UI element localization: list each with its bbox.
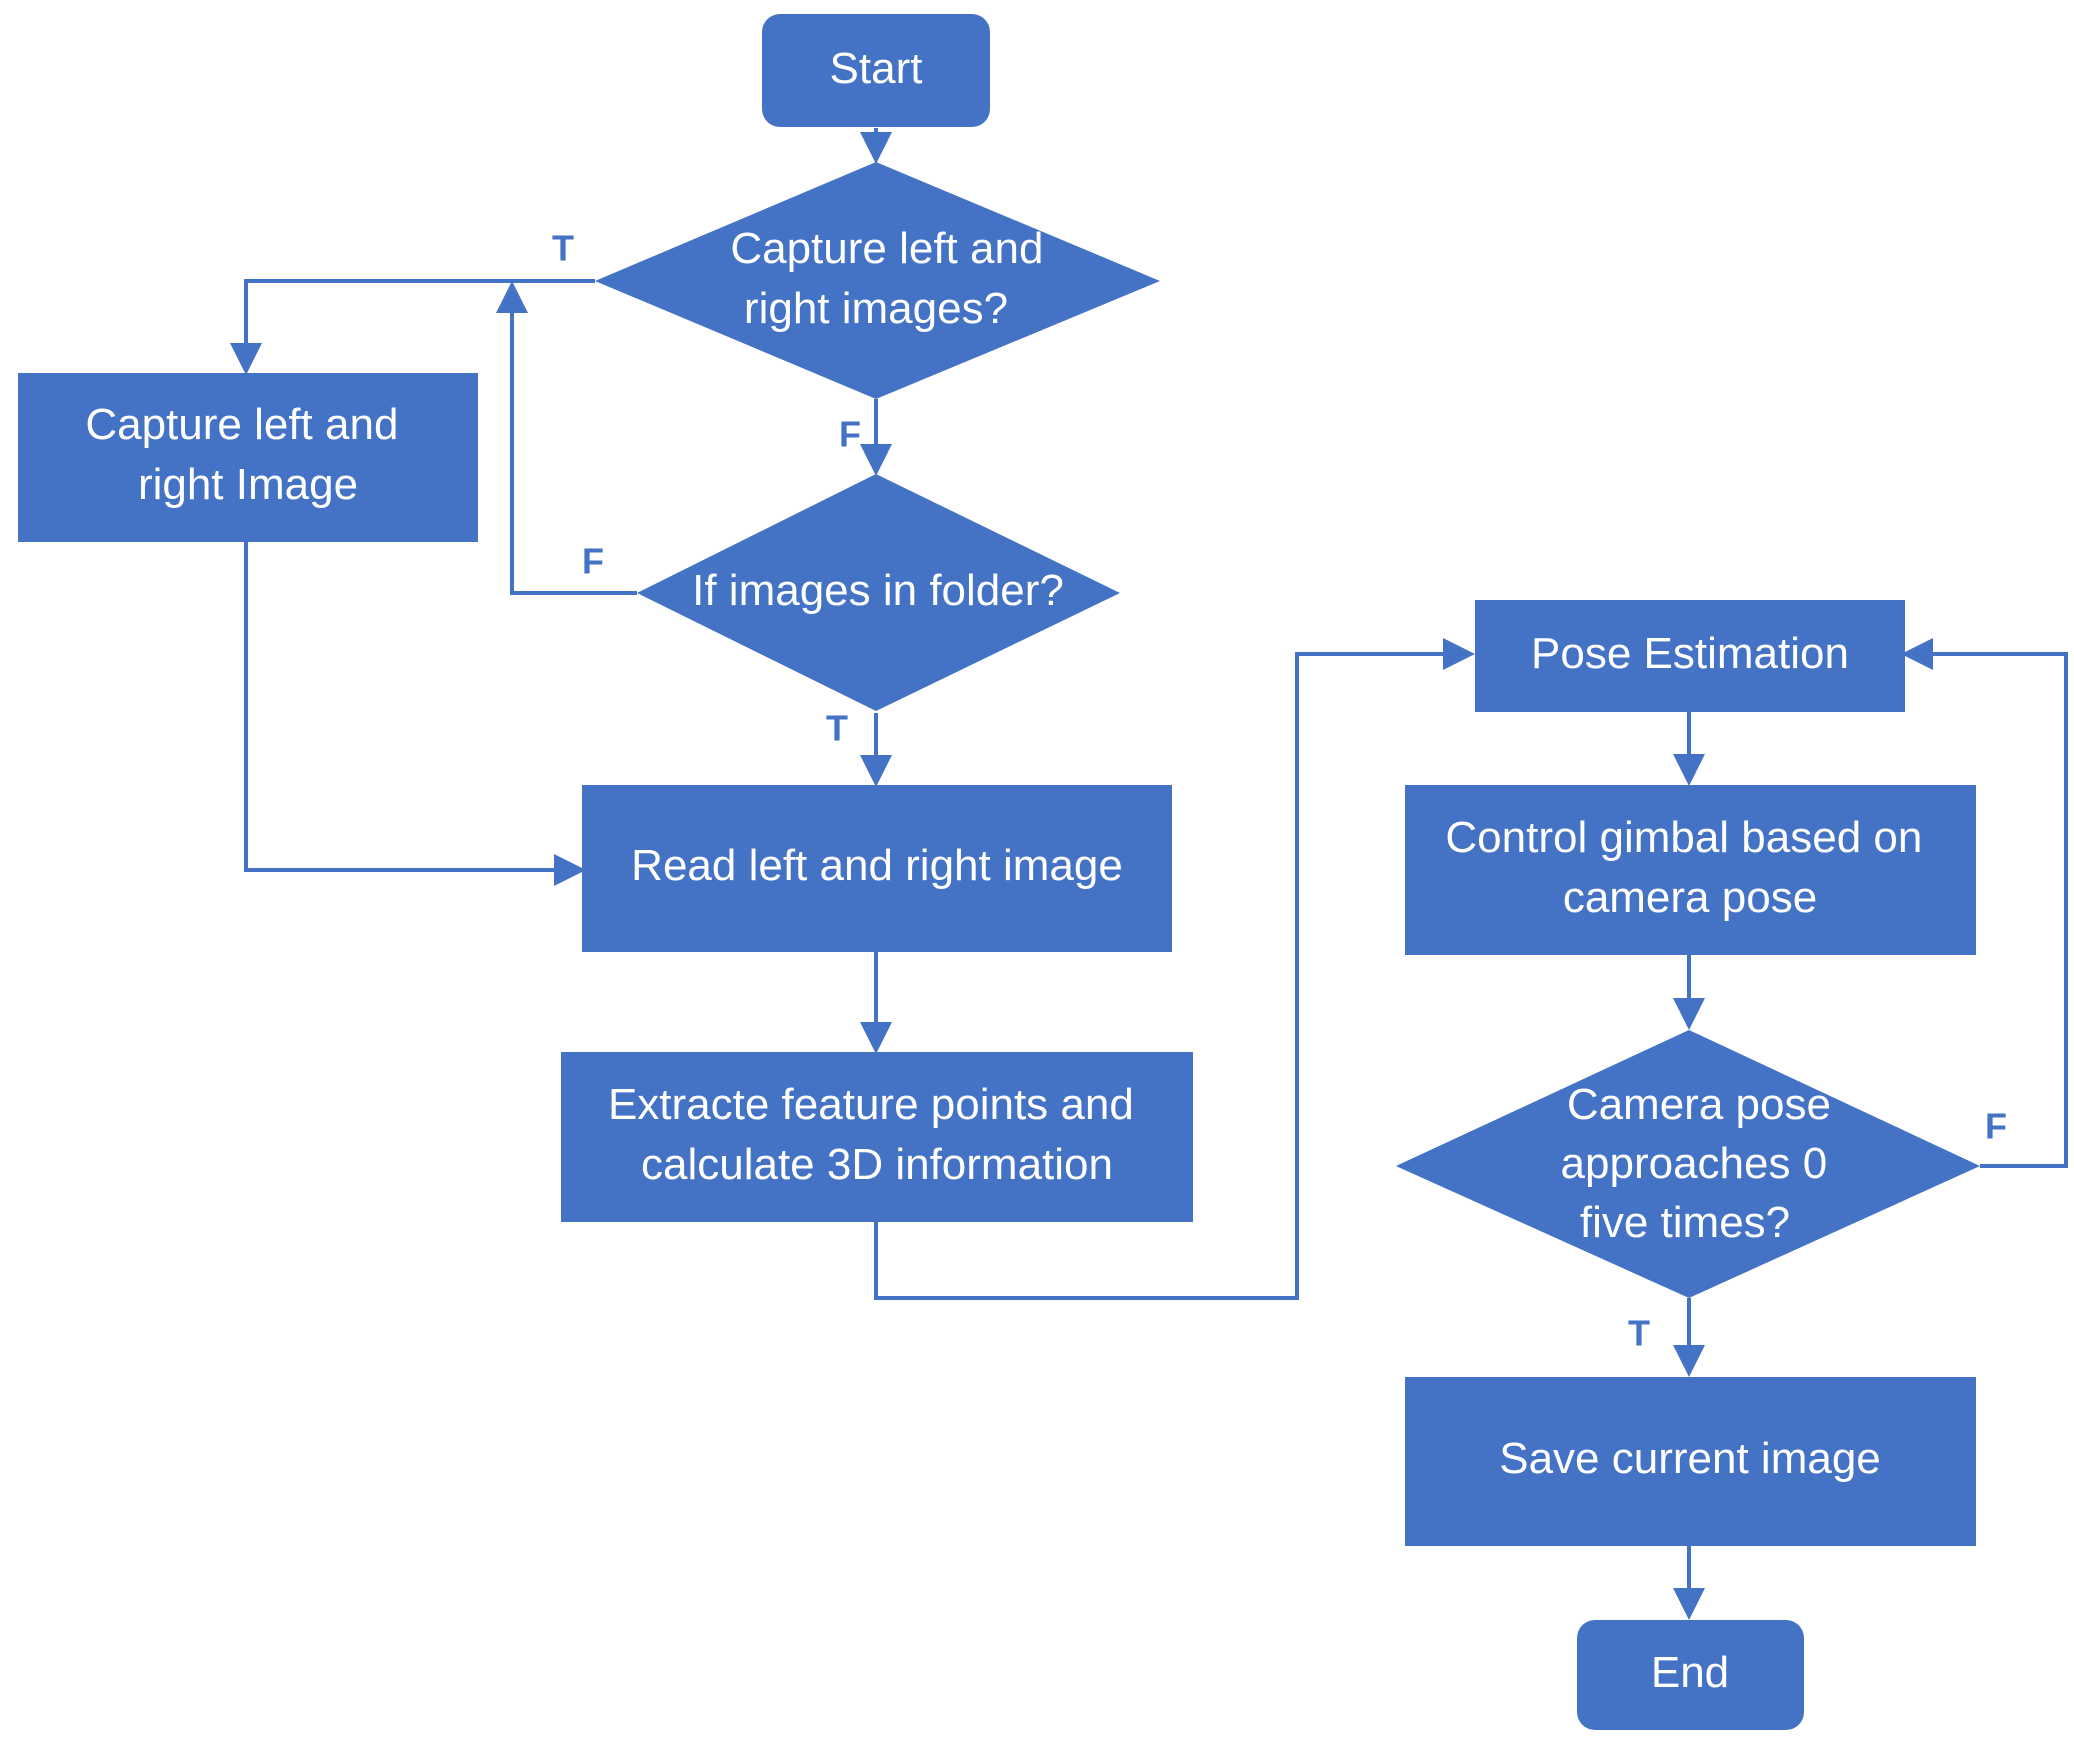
node-start: Start xyxy=(762,14,990,127)
svg-text:Read left and right image: Read left and right image xyxy=(631,841,1123,890)
label-capture-true: T xyxy=(552,228,574,269)
label-capture-false: F xyxy=(839,414,861,455)
edge-labels: T F F T F T xyxy=(552,228,2007,1354)
node-start-line-1: Start xyxy=(830,44,923,93)
svg-text:Extracte feature points and: Extracte feature points and calculate 3D… xyxy=(608,1080,1146,1189)
node-capture-image-line-2: right Image xyxy=(138,460,358,509)
node-decision-capture-line-2: right images? xyxy=(744,284,1008,333)
svg-text:Control gimbal based on: Control gimbal based on camera pose xyxy=(1445,813,1934,922)
node-pose-estimation-line-1: Pose Estimation xyxy=(1531,629,1849,678)
node-decision-folder: If images in folder? xyxy=(637,474,1120,711)
node-extract-features-line-1: Extracte feature points and xyxy=(608,1080,1134,1129)
svg-text:Pose Estimation: Pose Estimation xyxy=(1531,629,1849,678)
node-control-gimbal: Control gimbal based on camera pose xyxy=(1405,785,1976,955)
node-decision-pose: Camera pose approaches 0 five times? xyxy=(1396,1030,1980,1298)
node-control-gimbal-line-2: camera pose xyxy=(1563,873,1817,922)
edge-capture-true-to-capture-image xyxy=(230,279,595,375)
node-capture-image-line-1: Capture left and xyxy=(85,400,398,449)
node-control-gimbal-line-1: Control gimbal based on xyxy=(1445,813,1922,862)
edge-pose-false-loop xyxy=(1901,638,2068,1168)
svg-text:If images in folder?: If images in folder? xyxy=(692,566,1064,615)
node-decision-pose-line-3: five times? xyxy=(1580,1198,1790,1247)
node-read-image: Read left and right image xyxy=(582,785,1172,952)
edge-capture-image-to-read xyxy=(244,542,586,886)
edge-extract-to-pose-estimation xyxy=(874,638,1475,1300)
label-pose-true: T xyxy=(1628,1313,1650,1354)
label-pose-false: F xyxy=(1985,1106,2007,1147)
edges xyxy=(230,128,2068,1620)
node-save-image: Save current image xyxy=(1405,1377,1976,1546)
node-read-image-line-1: Read left and right image xyxy=(631,841,1123,890)
node-capture-image: Capture left and right Image xyxy=(18,373,478,542)
node-end-line-1: End xyxy=(1651,1648,1729,1697)
node-pose-estimation: Pose Estimation xyxy=(1475,600,1905,712)
svg-text:End: End xyxy=(1651,1648,1729,1697)
svg-text:Capture left and right i: Capture left and right images? xyxy=(730,224,1055,333)
node-end: End xyxy=(1577,1620,1804,1730)
node-extract-features: Extracte feature points and calculate 3D… xyxy=(561,1052,1193,1222)
svg-text:Capture left and right I: Capture left and right Image xyxy=(85,400,410,509)
node-save-image-line-1: Save current image xyxy=(1499,1434,1881,1483)
label-folder-true: T xyxy=(826,708,848,749)
node-decision-capture-line-1: Capture left and xyxy=(730,224,1043,273)
node-decision-pose-line-2: approaches 0 xyxy=(1561,1139,1828,1188)
node-decision-pose-line-1: Camera pose xyxy=(1567,1080,1831,1129)
node-decision-capture: Capture left and right images? xyxy=(595,162,1160,399)
edge-folder-false-loop xyxy=(496,281,637,595)
svg-text:Start: Start xyxy=(830,44,923,93)
node-decision-folder-line-1: If images in folder? xyxy=(692,566,1064,615)
label-folder-false: F xyxy=(582,541,604,582)
node-extract-features-line-2: calculate 3D information xyxy=(641,1140,1113,1189)
svg-text:Camera pose approaches 0: Camera pose approaches 0 five times? xyxy=(1561,1080,1844,1247)
svg-text:Save current image: Save current image xyxy=(1499,1434,1881,1483)
